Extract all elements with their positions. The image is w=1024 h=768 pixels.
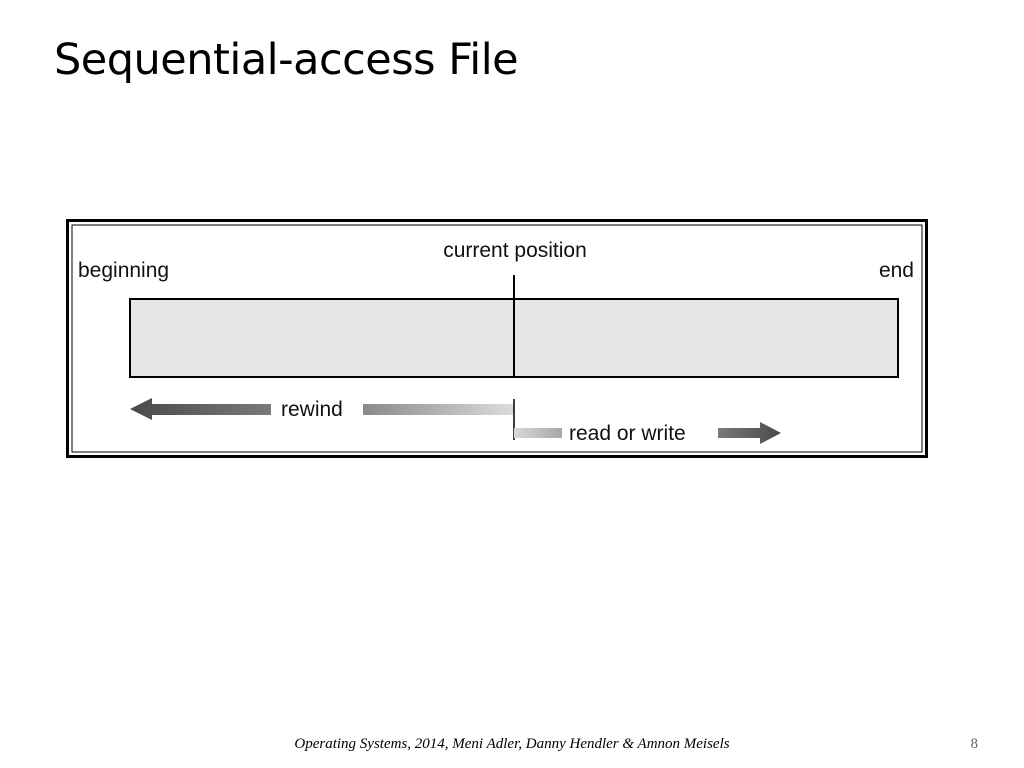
- slide-number: 8: [970, 736, 979, 752]
- rewind-arrow-head: [130, 398, 271, 420]
- label-read-or-write: read or write: [569, 422, 686, 445]
- diagram-outer-frame: [66, 219, 928, 458]
- read-write-arrow-tail: [514, 428, 562, 438]
- read-write-arrow-head: [718, 422, 781, 444]
- label-rewind: rewind: [281, 398, 343, 421]
- label-current-position: current position: [443, 239, 587, 262]
- rewind-arrow-tail: [363, 404, 514, 415]
- footer-credit-text: Operating Systems, 2014, Meni Adler, Dan…: [294, 736, 730, 752]
- label-beginning: beginning: [78, 259, 169, 282]
- slide-title: Sequential-access File: [54, 35, 519, 85]
- sequential-access-diagram: beginning current position end rewind re…: [66, 219, 928, 458]
- footer-credit: Operating Systems, 2014, Meni Adler, Dan…: [0, 736, 1024, 753]
- label-end: end: [879, 259, 914, 282]
- diagram-inner-frame: [71, 224, 923, 453]
